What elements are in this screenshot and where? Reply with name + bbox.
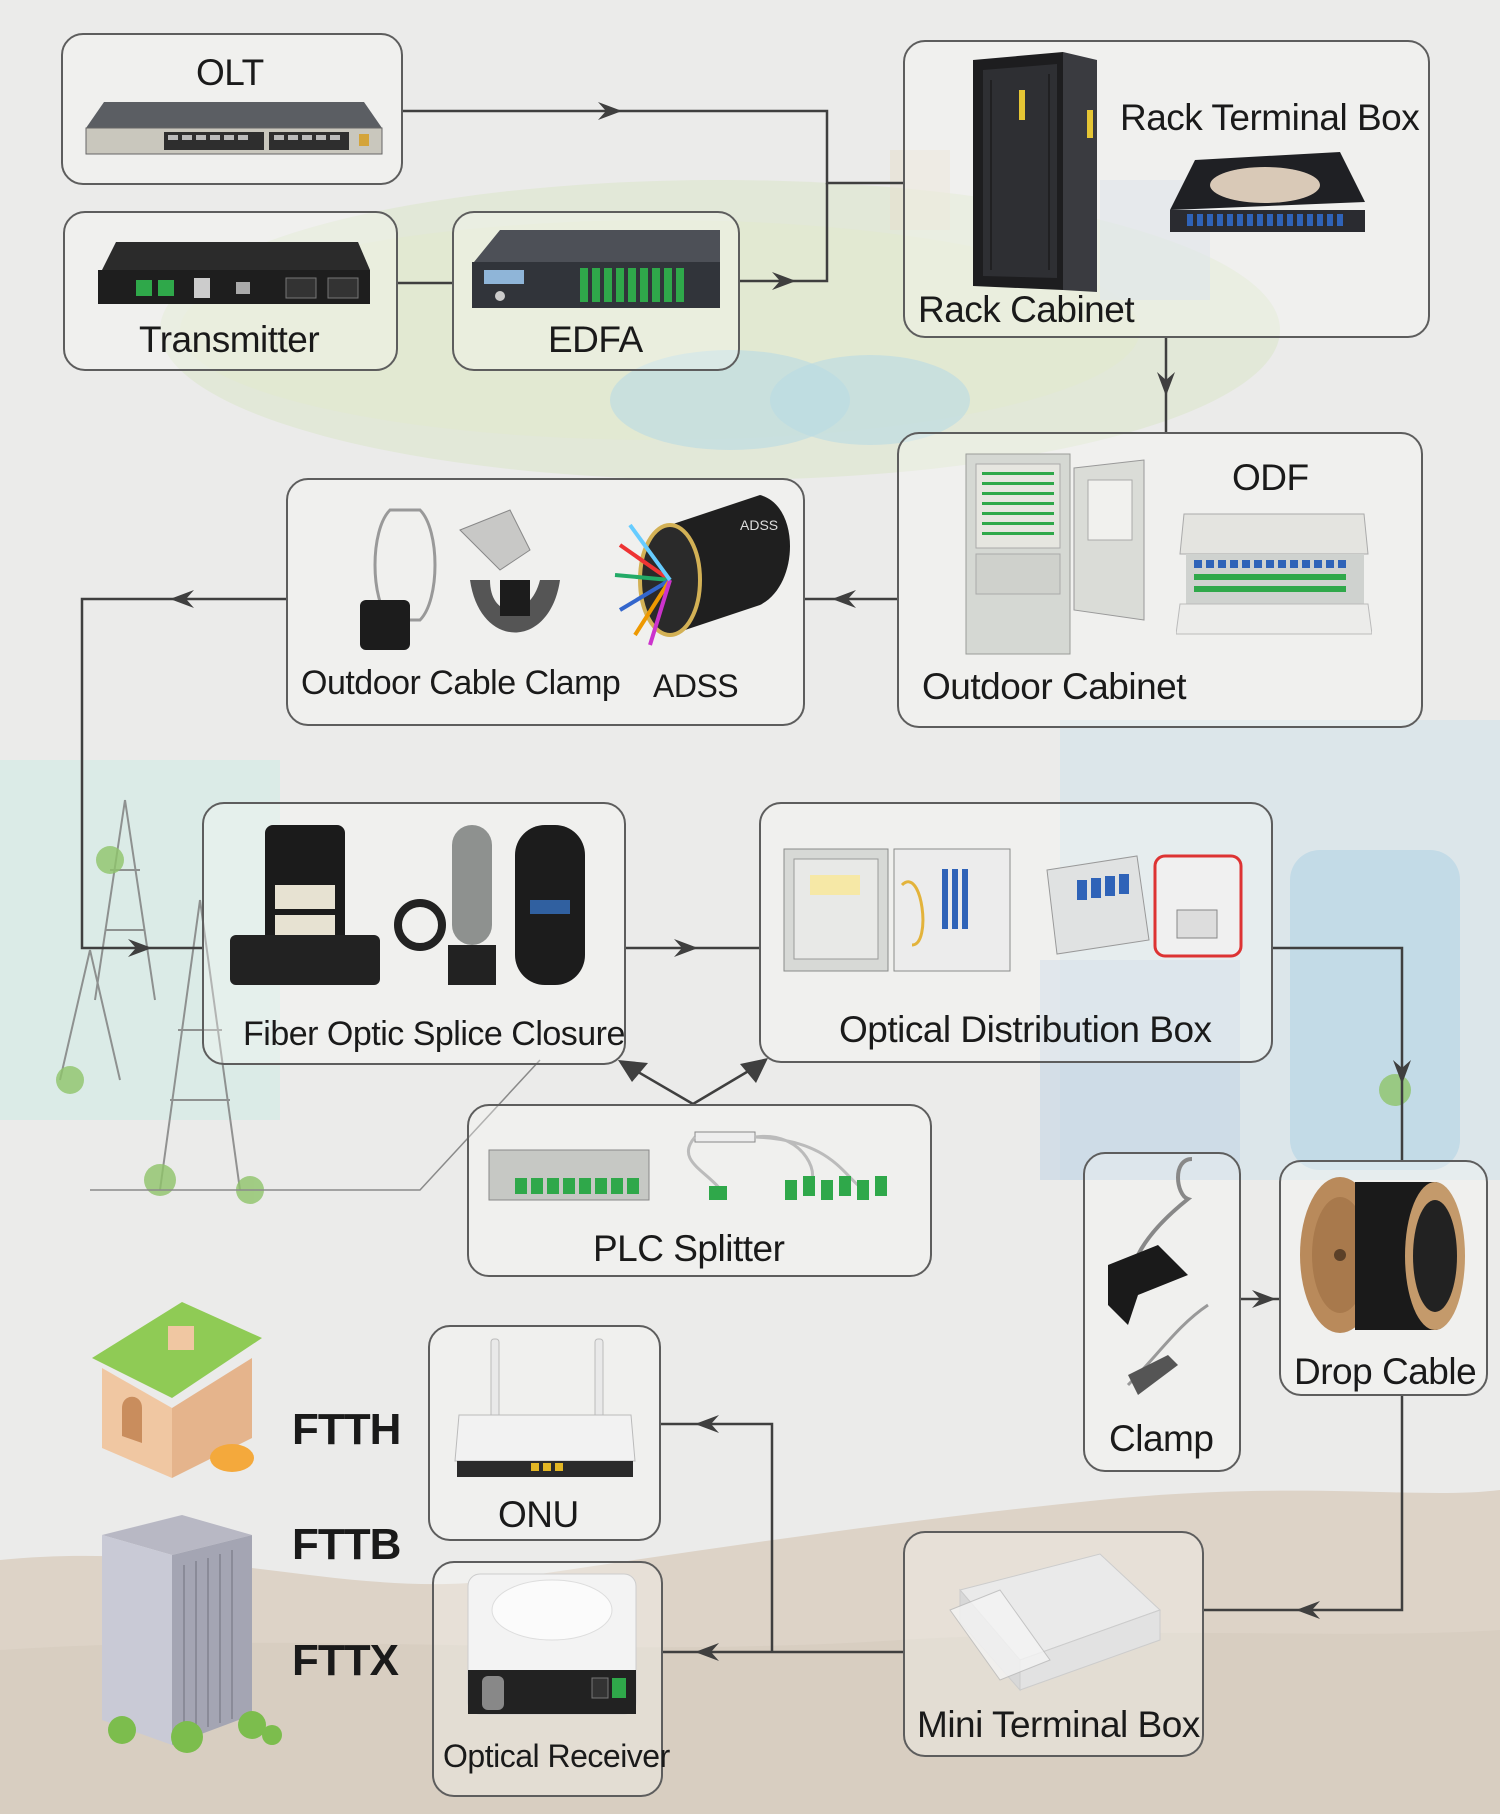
- outdoor-cable-clamp-device: [360, 508, 560, 650]
- wire-odb-to-drop-cable: [1273, 946, 1404, 1160]
- adss-cable-print: ADSS: [740, 517, 779, 533]
- house-icon: [92, 1302, 262, 1478]
- optical-receiver-device: [467, 1573, 637, 1715]
- mini-terminal-device: [949, 1553, 1161, 1692]
- plc-splitter-label: PLC Splitter: [593, 1228, 785, 1269]
- adss-label: ADSS: [653, 668, 739, 704]
- plc-splitter-device: [488, 1131, 887, 1201]
- odb-device-left: [783, 848, 1011, 972]
- arrow-left-line: [170, 590, 194, 608]
- arrow-edfa-rack: [772, 272, 796, 290]
- wire-olt-to-rack: [403, 109, 903, 185]
- mini-terminal-label: Mini Terminal Box: [917, 1704, 1200, 1745]
- arrow-olt-rack: [598, 102, 622, 120]
- drop-cable-label: Drop Cable: [1294, 1351, 1477, 1392]
- splice-closure-label: Fiber Optic Splice Closure: [243, 1015, 625, 1053]
- rack-cabinet-device: [973, 52, 1097, 292]
- arrow-splitter-right: [740, 1058, 768, 1083]
- olt-device: [85, 102, 383, 155]
- arrow-to-receiver: [695, 1643, 719, 1661]
- outdoor-cabinet-device: [965, 453, 1145, 655]
- arrow-to-mini: [1296, 1601, 1320, 1619]
- fttx-label: FTTX: [292, 1636, 399, 1685]
- wire-mini-to-onu: [661, 1422, 774, 1652]
- arrow-to-adss-box: [832, 590, 856, 608]
- wire-drop-to-mini: [1204, 1396, 1404, 1612]
- edfa-label: EDFA: [548, 319, 643, 360]
- rack-cabinet-label: Rack Cabinet: [918, 289, 1135, 330]
- odf-label: ODF: [1232, 457, 1309, 498]
- odb-device-right: [1046, 854, 1243, 958]
- arrow-to-onu: [695, 1415, 719, 1433]
- office-building-icon: [102, 1515, 282, 1753]
- clamp-box[interactable]: [1083, 1152, 1241, 1472]
- edfa-device: [472, 230, 720, 308]
- onu-device: [454, 1338, 636, 1477]
- adss-cable-device: [614, 495, 790, 646]
- transmitter-label: Transmitter: [139, 319, 320, 360]
- fttb-label: FTTB: [292, 1520, 401, 1569]
- odb-label: Optical Distribution Box: [839, 1009, 1212, 1050]
- clamp-device: [1108, 1157, 1209, 1395]
- arrow-to-drop: [1252, 1290, 1276, 1308]
- rack-terminal-box-device: [1170, 152, 1365, 232]
- splice-closure-device: [230, 825, 585, 985]
- transmitter-device: [98, 242, 370, 304]
- wire-edfa-to-rack: [740, 183, 829, 283]
- rack-terminal-box-label: Rack Terminal Box: [1120, 97, 1420, 138]
- arrow-drop-down: [1393, 1060, 1411, 1084]
- arrow-to-splice: [128, 939, 152, 957]
- olt-label: OLT: [196, 52, 264, 93]
- optical-receiver-label: Optical Receiver: [443, 1738, 670, 1774]
- arrow-splitter-left: [618, 1060, 648, 1082]
- clamp-label: Clamp: [1109, 1418, 1214, 1459]
- ftth-label: FTTH: [292, 1405, 401, 1454]
- arrow-to-odb: [674, 939, 698, 957]
- drop-cable-device: [1300, 1177, 1465, 1333]
- arrow-rack-down: [1157, 372, 1175, 396]
- outdoor-cabinet-label: Outdoor Cabinet: [922, 666, 1187, 707]
- outdoor-cable-clamp-label: Outdoor Cable Clamp: [301, 664, 621, 702]
- odf-device: [1176, 513, 1372, 635]
- onu-label: ONU: [498, 1494, 579, 1535]
